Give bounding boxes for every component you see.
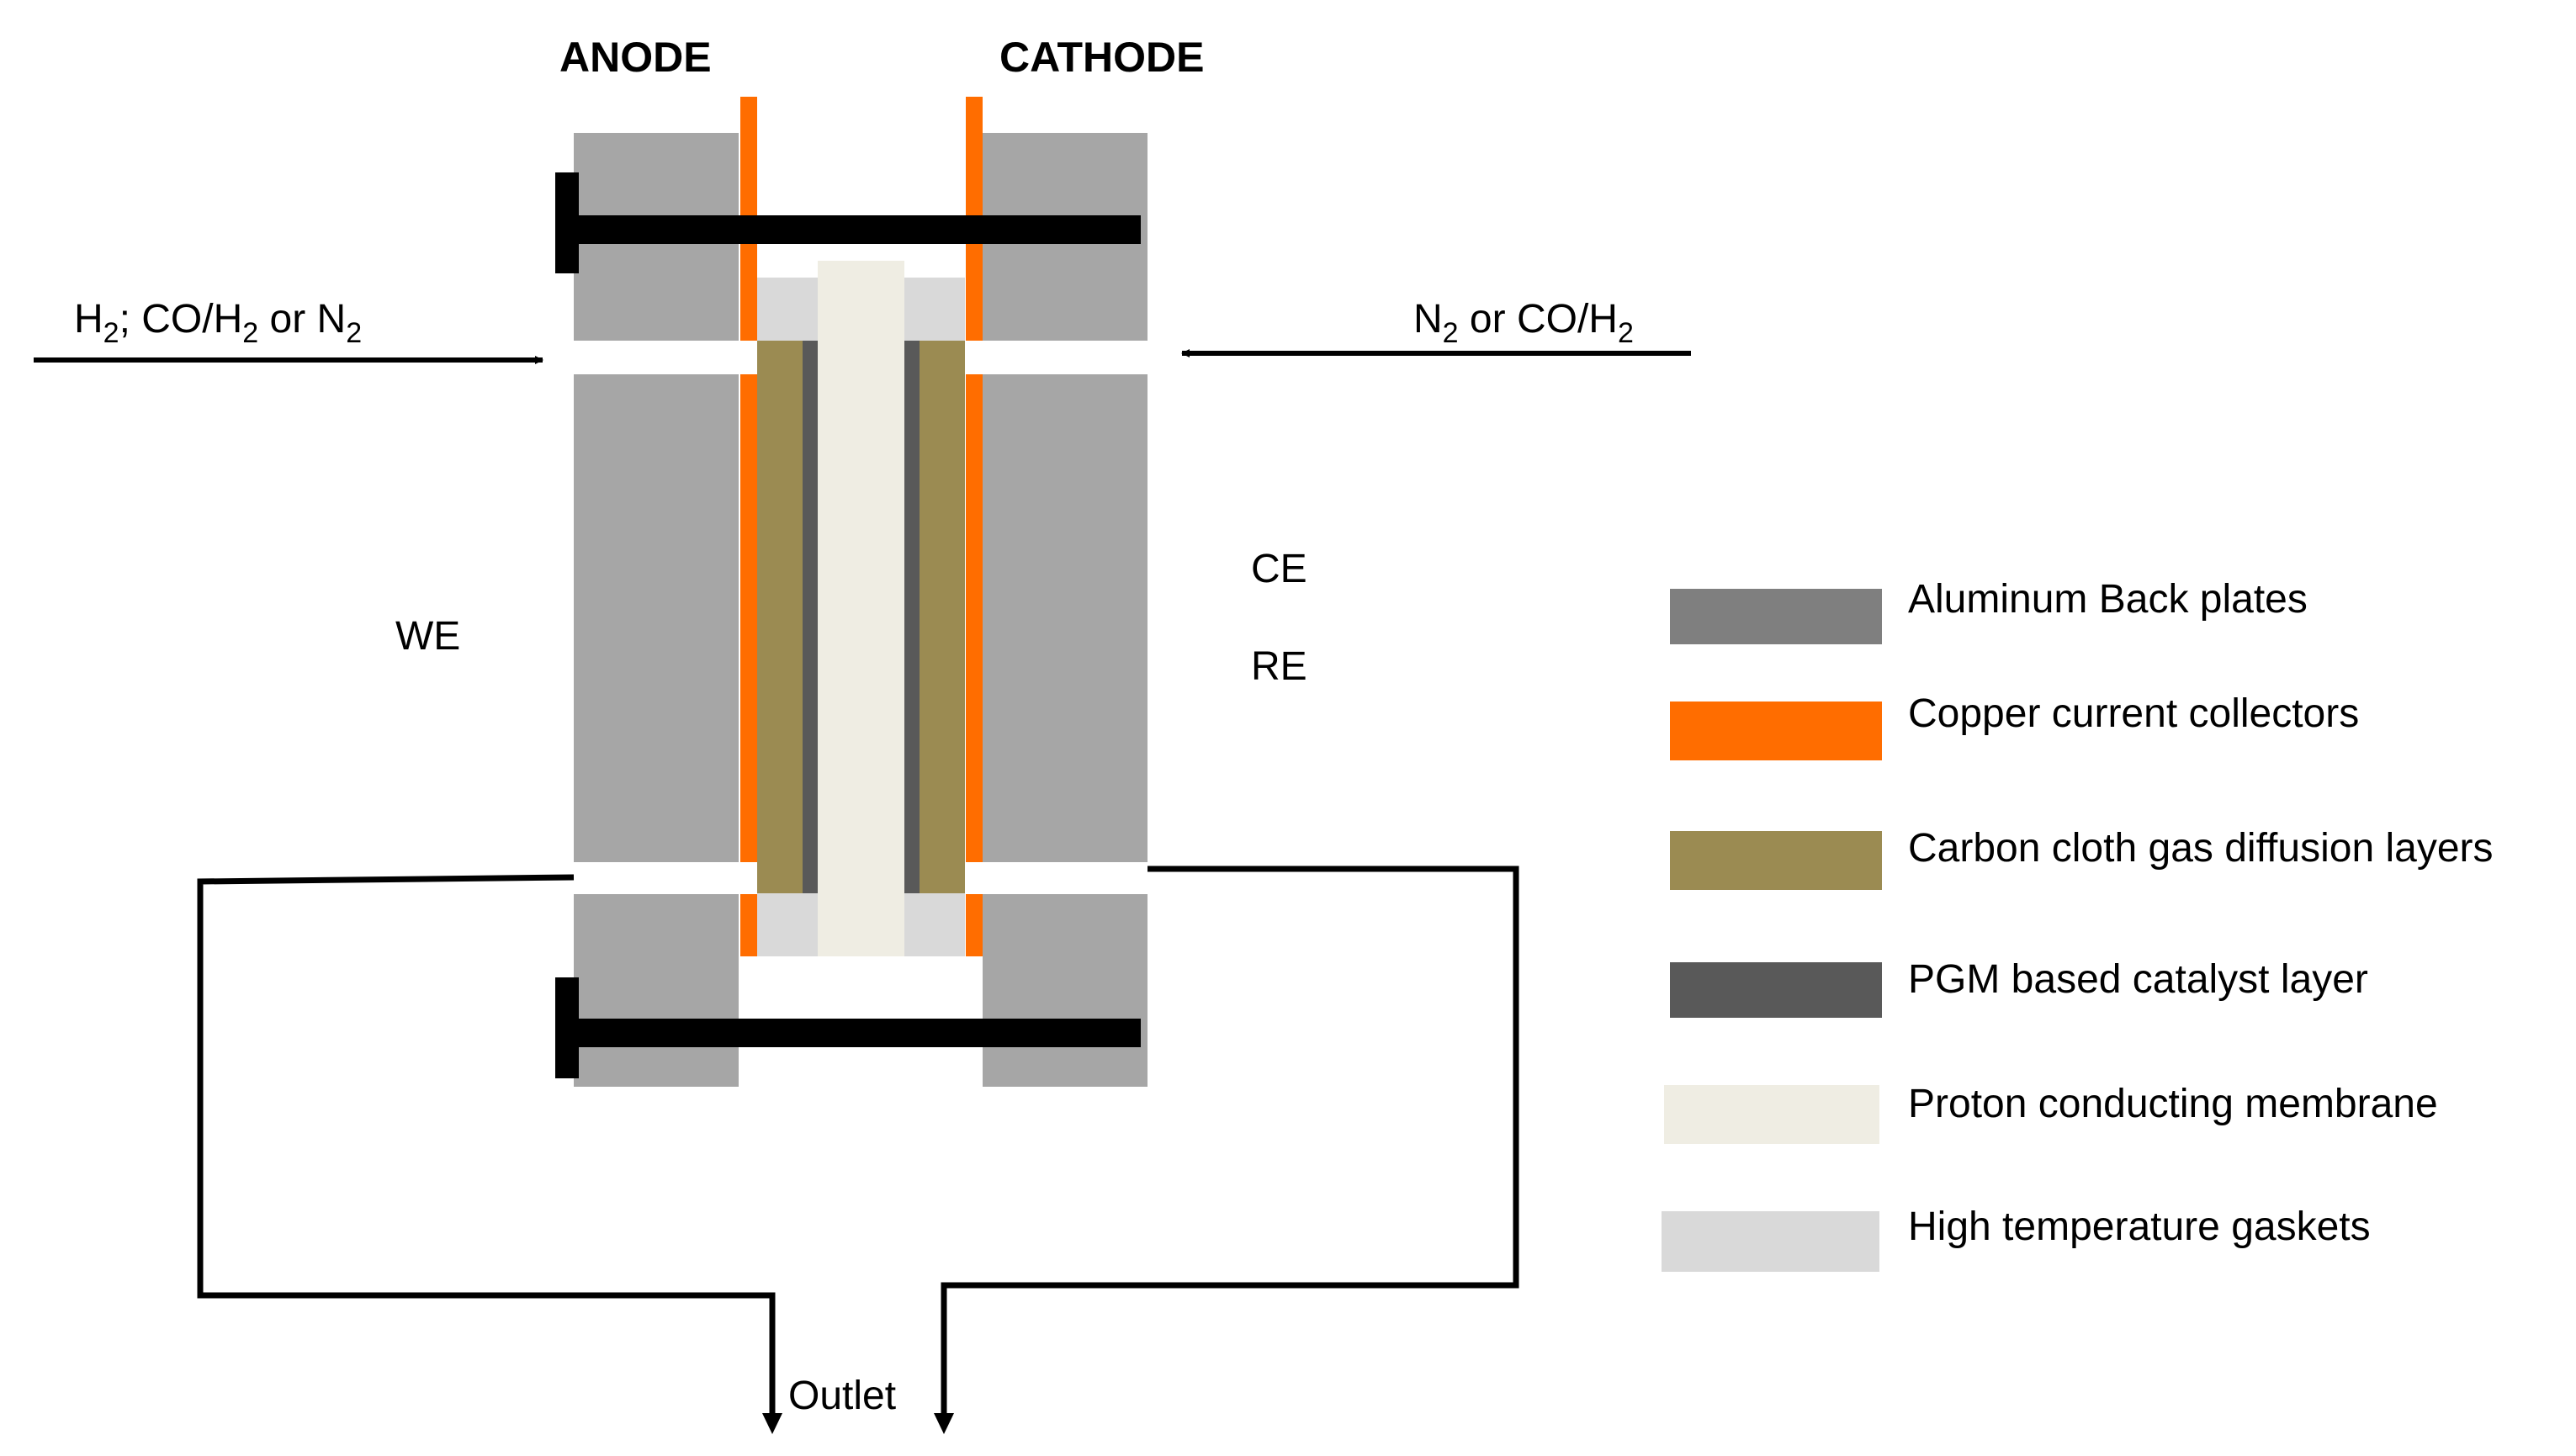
outlet-label: Outlet bbox=[788, 1374, 896, 1418]
clamp-top-head bbox=[555, 172, 579, 273]
outlet-channel-left bbox=[574, 862, 757, 894]
cathode-back-plate bbox=[983, 133, 1148, 1087]
inlet-channel-right bbox=[965, 341, 1148, 374]
inlet-label-right: N2 or CO/H2 bbox=[1413, 297, 1634, 349]
cathode-gas-diffusion-layer bbox=[920, 341, 965, 893]
legend-swatch-catalyst bbox=[1670, 962, 1882, 1018]
outlet-line-left bbox=[197, 874, 776, 1417]
legend: Aluminum Back plates Copper current coll… bbox=[1662, 577, 2494, 1272]
anode-gas-diffusion-layer bbox=[757, 341, 803, 893]
legend-swatch-membrane bbox=[1664, 1085, 1879, 1144]
legend-label-aluminum: Aluminum Back plates bbox=[1908, 577, 2308, 622]
re-label: RE bbox=[1251, 644, 1307, 689]
legend-swatch-carbon bbox=[1670, 831, 1882, 890]
legend-swatch-copper bbox=[1670, 702, 1882, 760]
we-label: WE bbox=[395, 614, 460, 659]
gasket-bottom-right bbox=[904, 893, 965, 956]
proton-membrane bbox=[818, 261, 904, 956]
gasket-top-right bbox=[904, 278, 965, 341]
inlet-channel-left bbox=[574, 341, 757, 374]
gasket-top-left bbox=[757, 278, 818, 341]
outlet-line-right bbox=[941, 866, 1519, 1417]
outlet-channel-right bbox=[965, 862, 1148, 894]
legend-swatch-gasket bbox=[1662, 1211, 1879, 1272]
ce-label: CE bbox=[1251, 547, 1307, 591]
anode-current-collector bbox=[740, 97, 757, 956]
cathode-label: CATHODE bbox=[999, 34, 1205, 81]
clamp-bottom-head bbox=[555, 977, 579, 1078]
anode-back-plate bbox=[574, 133, 739, 1087]
outlet-arrowhead-right bbox=[934, 1413, 954, 1434]
inlet-label-left: H2; CO/H2 or N2 bbox=[74, 297, 362, 349]
outlet-arrowhead-left bbox=[762, 1413, 782, 1434]
legend-label-copper: Copper current collectors bbox=[1908, 691, 2359, 736]
anode-catalyst-layer bbox=[803, 341, 818, 893]
legend-swatch-aluminum bbox=[1670, 589, 1882, 644]
legend-label-carbon: Carbon cloth gas diffusion layers bbox=[1908, 826, 2494, 871]
cathode-catalyst-layer bbox=[904, 341, 920, 893]
cathode-current-collector bbox=[966, 97, 983, 956]
legend-label-catalyst: PGM based catalyst layer bbox=[1908, 957, 2368, 1002]
gasket-bottom-left bbox=[757, 893, 818, 956]
legend-label-gasket: High temperature gaskets bbox=[1908, 1205, 2371, 1249]
clamp-bottom-bar bbox=[555, 1019, 1141, 1047]
legend-label-membrane: Proton conducting membrane bbox=[1908, 1082, 2438, 1126]
anode-label: ANODE bbox=[559, 34, 712, 81]
clamp-top-bar bbox=[555, 215, 1141, 244]
